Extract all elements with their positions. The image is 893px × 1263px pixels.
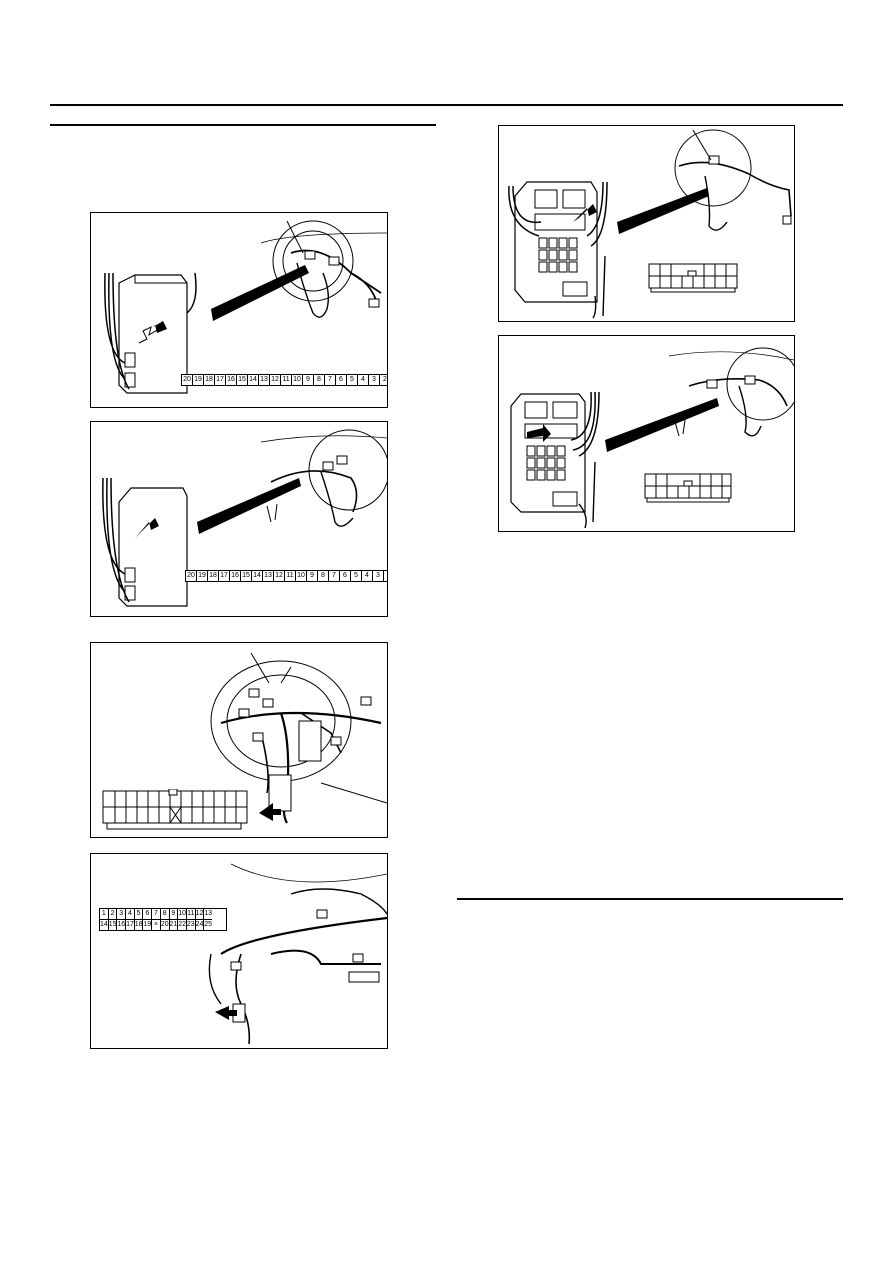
pin: 10 — [292, 375, 303, 385]
connector-pin-row: 20 19 18 17 16 15 14 13 12 11 10 9 8 7 6… — [181, 374, 387, 386]
pin: 16 — [117, 920, 127, 930]
figure-3 — [90, 642, 388, 838]
pin: 17 — [126, 920, 135, 930]
pin: 7 — [329, 571, 340, 581]
right-section-rule — [457, 898, 843, 900]
figure-2-illustration — [102, 429, 387, 607]
pin: 2 — [384, 571, 387, 581]
figure-6-illustration — [510, 347, 794, 529]
pin: 6 — [340, 571, 351, 581]
pin: 12 — [274, 571, 285, 581]
pin-blank-marker: × — [152, 920, 161, 930]
pin: 18 — [208, 571, 219, 581]
figure-1: 20 19 18 17 16 15 14 13 12 11 10 9 8 7 6… — [90, 212, 388, 408]
pin: 9 — [303, 375, 314, 385]
figure-5-illustration — [508, 129, 792, 319]
pin: 2 — [380, 375, 387, 385]
pin: 11 — [186, 909, 196, 920]
pin: 11 — [285, 571, 296, 581]
pin: 8 — [160, 909, 170, 920]
pin: 5 — [134, 909, 144, 920]
pin: 8 — [318, 571, 329, 581]
pin: 17 — [219, 571, 230, 581]
pin: 4 — [126, 909, 135, 920]
figure-2: 20 19 18 17 16 15 14 13 12 11 10 9 8 7 6… — [90, 421, 388, 617]
pin: 12 — [270, 375, 281, 385]
pin: 6 — [143, 909, 153, 920]
pin: 15 — [241, 571, 252, 581]
figure-4: 1 2 3 4 5 6 7 8 9 10 11 12 13 14 15 16 1… — [90, 853, 388, 1049]
header-rule — [50, 104, 843, 106]
pin: 16 — [230, 571, 241, 581]
figure-3-illustration — [210, 652, 387, 824]
figure-1-illustration — [104, 220, 387, 394]
figure-6 — [498, 335, 795, 532]
pin: 15 — [108, 920, 118, 930]
pin: 19 — [193, 375, 204, 385]
pin: 18 — [204, 375, 215, 385]
pin: 20 — [182, 375, 193, 385]
pin: 23 — [186, 920, 196, 930]
pin: 13 — [263, 571, 274, 581]
left-section-rule — [50, 124, 436, 126]
pin: 5 — [351, 571, 362, 581]
pin: 10 — [178, 909, 187, 920]
connector-face — [102, 789, 248, 830]
pin: 14 — [100, 920, 109, 930]
pin-row-2: 14 15 16 17 18 19 × 20 21 22 23 24 25 — [100, 920, 226, 930]
pin: 14 — [252, 571, 263, 581]
pin: 17 — [215, 375, 226, 385]
pin: 22 — [178, 920, 187, 930]
pin: 25 — [204, 921, 213, 928]
pin: 19 — [197, 571, 208, 581]
pin: 18 — [134, 920, 144, 930]
pin: 11 — [281, 375, 292, 385]
pin: 13 — [259, 375, 270, 385]
pin: 10 — [296, 571, 307, 581]
figure-5 — [498, 125, 795, 322]
pin: 7 — [152, 909, 161, 920]
pin: 4 — [362, 571, 373, 581]
connector-pin-row: 20 19 18 17 16 15 14 13 12 11 10 9 8 7 6… — [185, 570, 387, 582]
figure-4-illustration — [208, 863, 387, 1045]
pin: 3 — [369, 375, 380, 385]
pin: 6 — [336, 375, 347, 385]
pin: 8 — [314, 375, 325, 385]
pin: 1 — [100, 909, 109, 920]
pin: 9 — [169, 909, 179, 920]
pin-row-1: 1 2 3 4 5 6 7 8 9 10 11 12 13 — [100, 909, 226, 920]
pin: 12 — [195, 909, 205, 920]
pin: 24 — [195, 920, 205, 930]
pin: 4 — [358, 375, 369, 385]
pin: 19 — [143, 920, 153, 930]
pin: 3 — [117, 909, 127, 920]
connector-pin-grid: 1 2 3 4 5 6 7 8 9 10 11 12 13 14 15 16 1… — [99, 908, 227, 931]
pin: 20 — [186, 571, 197, 581]
pin: 20 — [160, 920, 170, 930]
pin: 14 — [248, 375, 259, 385]
pin: 3 — [373, 571, 384, 581]
pin: 7 — [325, 375, 336, 385]
pin: 9 — [307, 571, 318, 581]
pin: 5 — [347, 375, 358, 385]
pin: 13 — [204, 909, 212, 920]
pin: 15 — [237, 375, 248, 385]
pin: 21 — [169, 920, 179, 930]
pin: 2 — [108, 909, 118, 920]
pin: 16 — [226, 375, 237, 385]
